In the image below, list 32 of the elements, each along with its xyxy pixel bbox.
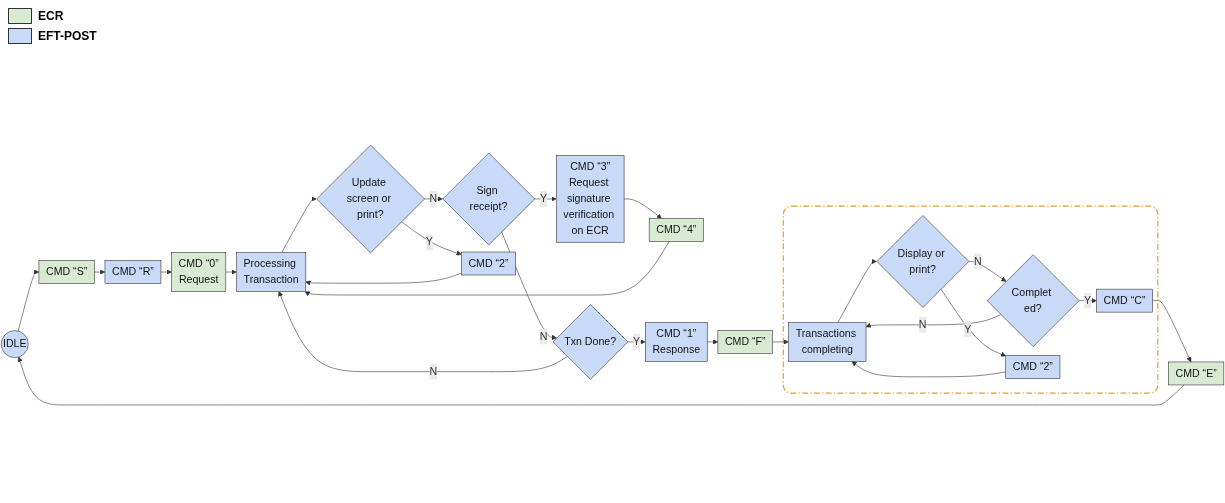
node-diamond: Sign receipt? [442,152,536,246]
edge-label: N [973,255,982,268]
node-box: CMD “F” [717,330,773,354]
node-box: CMD “3” Request signature verification on ECR [556,155,625,243]
node-box: Transactions completing [788,322,867,362]
node-box: Processing Transaction [236,252,307,292]
legend-label: ECR [38,9,64,23]
node-box: CMD “4” [648,218,704,242]
cluster [782,205,1159,394]
node-box: CMD “1” Response [645,322,708,362]
edge-label: Y [964,323,972,336]
node-box: CMD “2” [1005,355,1061,379]
node-circle: IDLE [0,330,29,358]
edge-label: Y [425,236,433,248]
edge-label: Y [540,192,548,205]
node-diamond: Display or print? [876,215,970,308]
node-diamond: Txn Done? [552,304,629,380]
node-box: CMD “E” [1168,361,1225,386]
edge-label: N [539,330,548,343]
node-box: CMD “R” [104,260,162,284]
node-box: CMD “S” [38,260,95,284]
edge-label: N [918,318,927,331]
node-diamond: Complet ed? [986,254,1080,347]
edge-label: Y [632,335,641,348]
edge-label: N [429,192,438,205]
edge-label: N [429,365,438,378]
node-box: CMD “2” [461,251,516,276]
node-box: CMD “0” Request [171,252,227,292]
node-box: CMD “C” [1096,288,1153,313]
legend-label: EFT-POST [38,29,97,43]
edge-label: Y [1084,294,1092,307]
node-diamond: Update screen or print? [316,144,425,254]
